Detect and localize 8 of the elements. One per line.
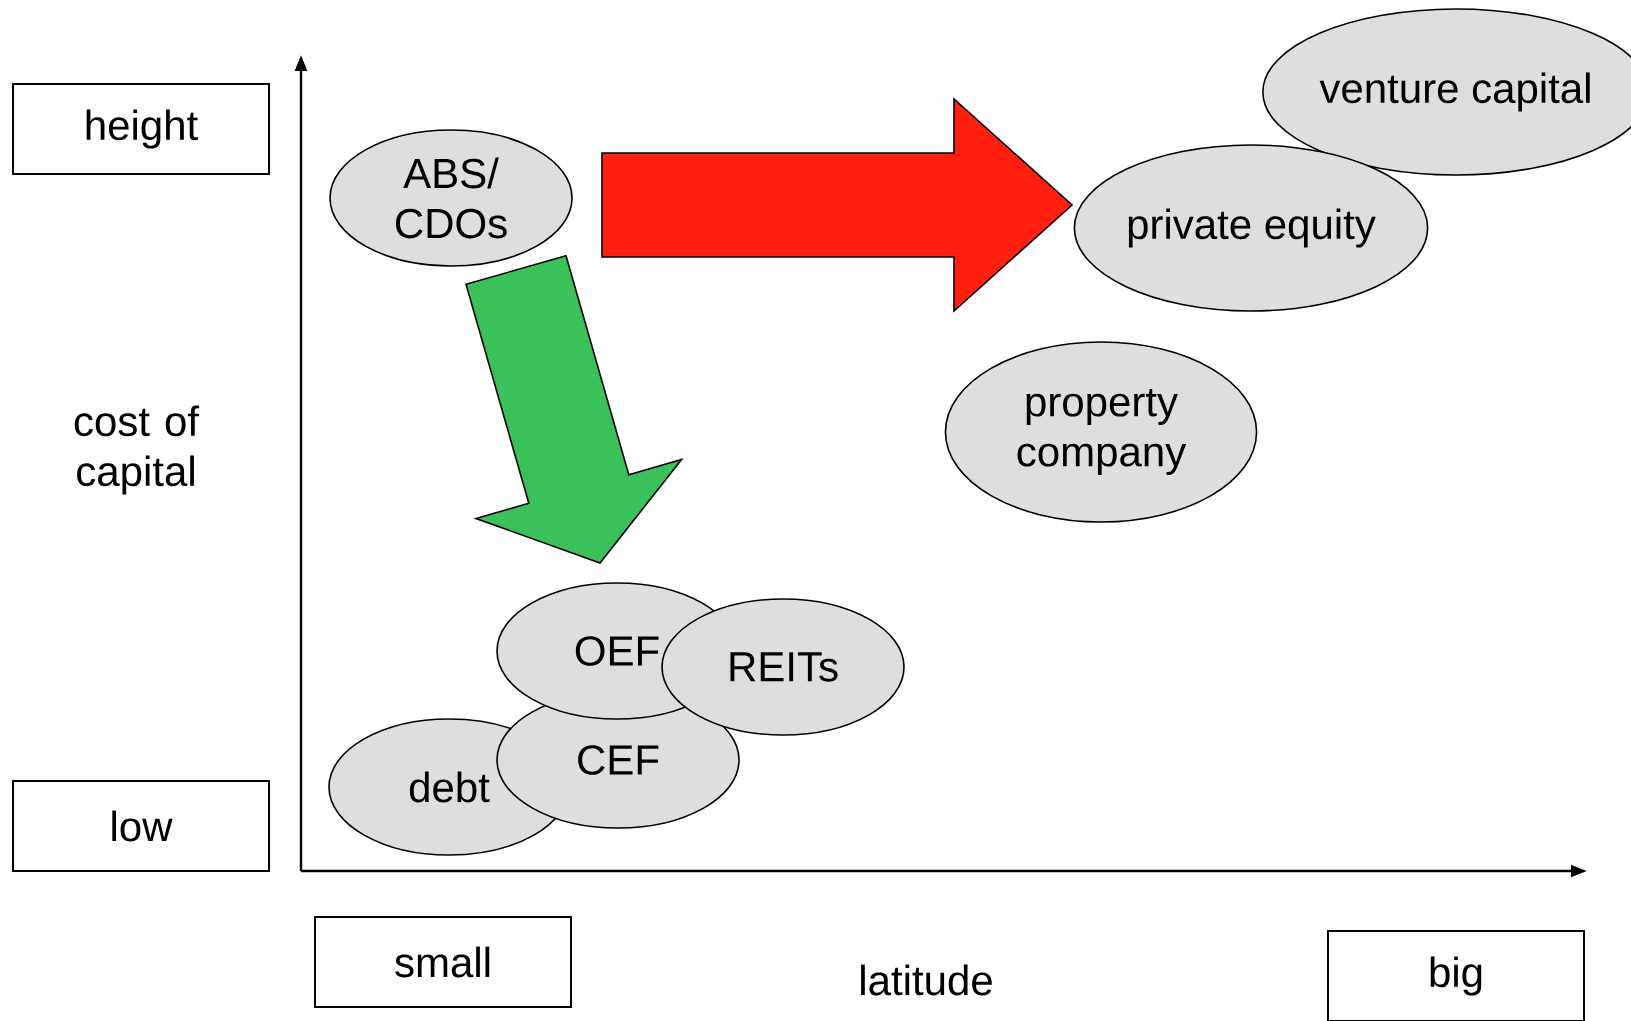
label-box: big xyxy=(1327,930,1585,1021)
label-box: small xyxy=(314,916,572,1008)
label-box: height xyxy=(12,83,270,175)
label-box: low xyxy=(12,780,270,872)
block-arrow xyxy=(601,97,1074,313)
block-arrow xyxy=(465,254,684,564)
axis-label: latitude xyxy=(861,964,992,996)
axis-label: cost of capital xyxy=(74,405,200,495)
